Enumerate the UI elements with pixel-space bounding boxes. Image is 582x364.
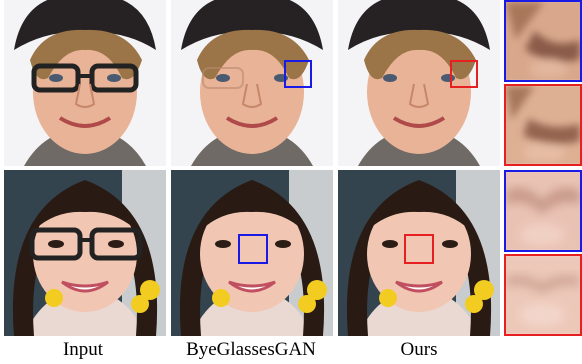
row2-ours-zoom xyxy=(504,254,582,336)
label-byeglassesgan: ByeGlassesGAN xyxy=(186,339,316,360)
row1-byeglassesgan-highlight-box xyxy=(284,60,312,88)
label-ours: Ours xyxy=(400,339,438,360)
row1-ours-zoom xyxy=(504,84,582,166)
row2-byeglassesgan-face xyxy=(171,170,333,336)
row1-byeglassesgan-face xyxy=(171,0,333,166)
row1-ours-face xyxy=(338,0,500,166)
row2-input-face xyxy=(4,170,166,336)
row2-ours-highlight-box xyxy=(404,234,434,264)
row2-byeglassesgan-zoom xyxy=(504,170,582,252)
row2-ours-image xyxy=(338,170,500,336)
row2-ours-face xyxy=(338,170,500,336)
row1-byeglassesgan-zoom xyxy=(504,0,582,82)
row2-ours-zoom-content xyxy=(506,256,580,334)
row2-byeglassesgan-highlight-box xyxy=(238,234,268,264)
label-input: Input xyxy=(62,339,104,360)
row1-input-face xyxy=(4,0,166,166)
row1-byeglassesgan-zoom-content xyxy=(506,2,580,80)
row1-input-image xyxy=(4,0,166,166)
row1-ours-highlight-box xyxy=(450,60,478,88)
row2-byeglassesgan-zoom-content xyxy=(506,172,580,250)
row2-input-image xyxy=(4,170,166,336)
row1-ours-image xyxy=(338,0,500,166)
row1-byeglassesgan-image xyxy=(170,0,334,166)
row2-byeglassesgan-image xyxy=(170,170,334,336)
row1-ours-zoom-content xyxy=(506,86,580,164)
